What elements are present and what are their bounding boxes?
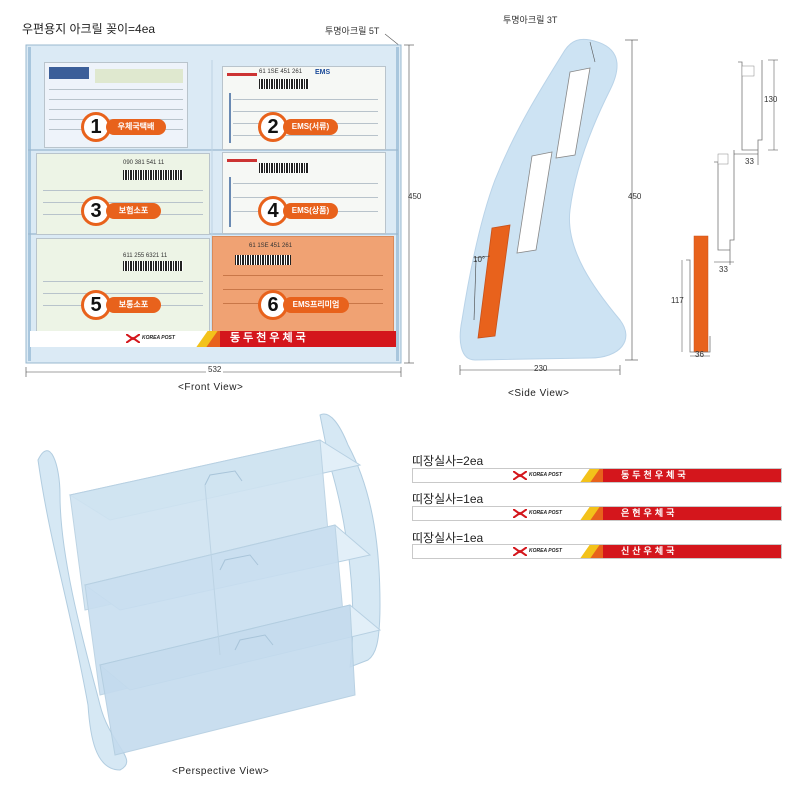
korea-post-logo-icon xyxy=(513,547,527,556)
form-slip-2: 61 1SE 451 261 EMS xyxy=(222,66,386,150)
banner-logo-text: KOREA POST xyxy=(529,472,562,478)
banner-office-name: 동두천우체국 xyxy=(621,470,689,480)
banner-2-label: 띠장실사=1ea xyxy=(412,492,484,506)
banner-office-name: 동두천우체국 xyxy=(230,332,309,344)
front-width-dim: 532 xyxy=(206,365,224,374)
slip-number: 090 381 541 11 xyxy=(123,160,165,166)
front-material-label: 투명아크릴 5T xyxy=(325,26,380,36)
front-height-dim: 450 xyxy=(408,192,422,201)
banner-1-label: 띠장실사=2ea xyxy=(412,454,484,468)
form-slip-4 xyxy=(222,152,386,234)
slip-number: 61 1SE 451 261 xyxy=(249,243,293,249)
detail-bottom-height-dim: 117 xyxy=(671,296,684,305)
korea-post-logo-icon xyxy=(126,334,140,343)
banner-logo-text: KOREA POST xyxy=(142,335,175,341)
perspective-caption: <Perspective View> xyxy=(172,766,270,777)
form-slip-1 xyxy=(44,62,188,148)
slot-6-label: EMS프리미엄 xyxy=(283,297,349,313)
side-view-drawing xyxy=(459,38,638,375)
slot-3-label: 보험소포 xyxy=(106,203,161,219)
perspective-drawing xyxy=(37,413,382,771)
form-slip-3: 090 381 541 11 xyxy=(36,153,210,235)
slot-1-label: 우체국택배 xyxy=(106,119,166,135)
side-view-caption: <Side View> xyxy=(508,388,570,399)
korea-post-logo-icon xyxy=(513,471,527,480)
slot-4-label: EMS(상품) xyxy=(283,203,338,219)
korea-post-logo-icon xyxy=(513,509,527,518)
banner-logo-text: KOREA POST xyxy=(529,510,562,516)
slip-tag: EMS xyxy=(315,69,331,76)
slot-2-label: EMS(서류) xyxy=(283,119,338,135)
slip-number: 611 255 6321 11 xyxy=(123,253,168,259)
detail-step-lower-dim: 33 xyxy=(719,265,728,274)
detail-top-dim: 130 xyxy=(764,95,778,104)
front-view-title: 우편용지 아크릴 꽂이=4ea xyxy=(22,22,156,36)
front-banner: KOREA POST 동두천우체국 xyxy=(30,331,396,347)
detail-step-upper-dim: 33 xyxy=(745,157,754,166)
side-material-label: 투명아크릴 3T xyxy=(503,15,558,25)
detail-bottom-width-dim: 36 xyxy=(695,350,704,359)
banner-2: KOREA POST 은현우체국 xyxy=(412,506,782,521)
banner-logo-text: KOREA POST xyxy=(529,548,562,554)
banner-3-label: 띠장실사=1ea xyxy=(412,531,484,545)
slot-5-label: 보통소포 xyxy=(106,297,161,313)
side-height-dim: 450 xyxy=(628,192,642,201)
banner-office-name: 은현우체국 xyxy=(621,508,678,518)
banner-3: KOREA POST 신산우체국 xyxy=(412,544,782,559)
form-slip-6: 61 1SE 451 261 xyxy=(212,236,394,332)
detail-section-drawing xyxy=(681,59,778,357)
slip-number: 61 1SE 451 261 xyxy=(259,69,303,75)
banner-office-name: 신산우체국 xyxy=(621,546,678,556)
front-view-caption: <Front View> xyxy=(178,382,244,393)
side-angle-label: 10° xyxy=(473,255,486,264)
form-slip-5: 611 255 6321 11 xyxy=(36,238,210,332)
side-depth-dim: 230 xyxy=(534,364,548,373)
banner-1: KOREA POST 동두천우체국 xyxy=(412,468,782,483)
